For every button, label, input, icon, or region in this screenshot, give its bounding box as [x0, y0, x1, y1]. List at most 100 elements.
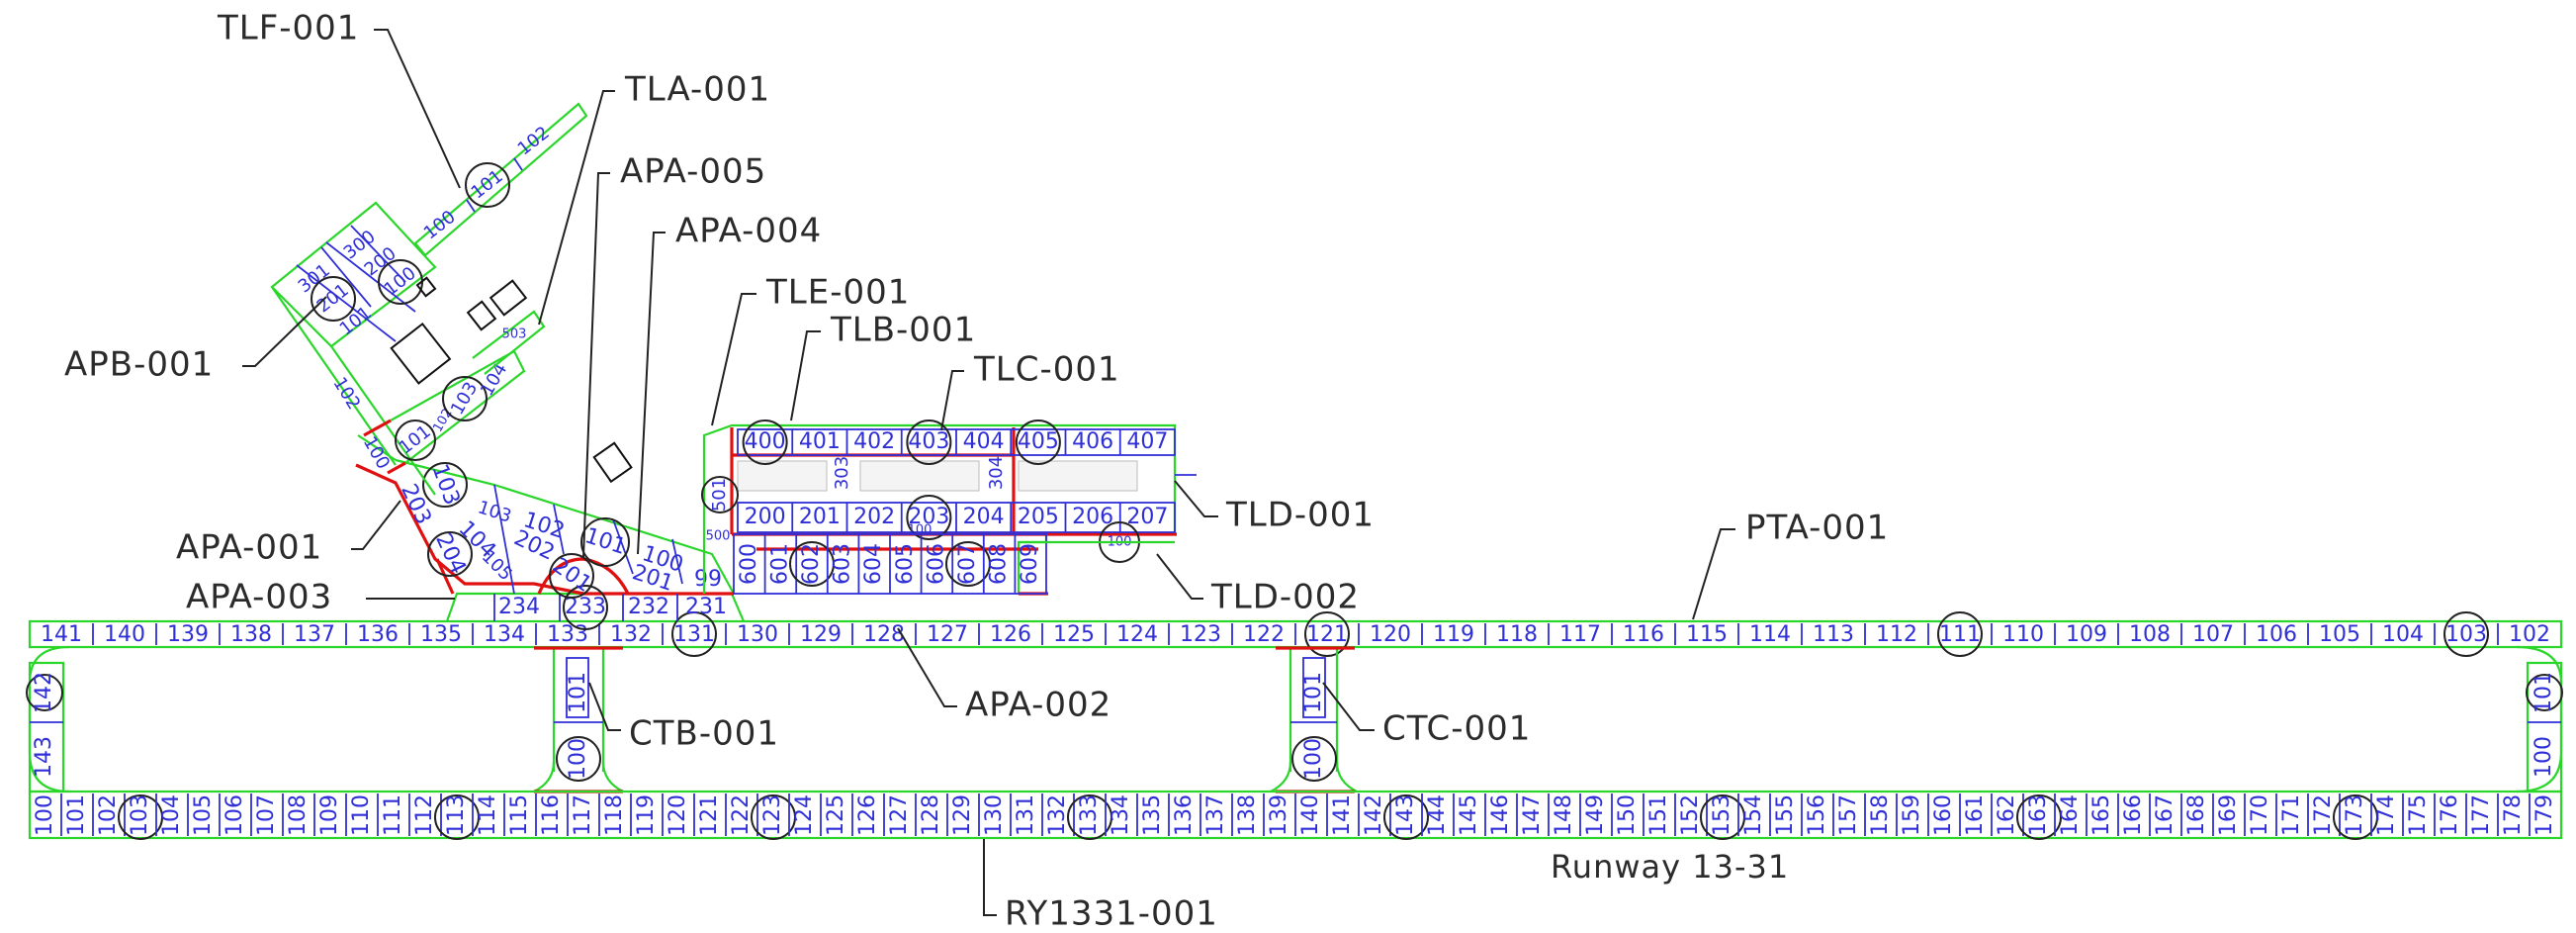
runway-cell-144: 144	[1425, 794, 1450, 836]
runway-cell-118: 118	[602, 794, 627, 836]
runway-cell-132: 132	[1045, 794, 1070, 836]
hangar-2	[859, 460, 980, 492]
tl-cell-404: 404	[963, 429, 1005, 454]
callout-apb-001: APB-001	[64, 345, 214, 385]
connector-ctc: 101 100	[1270, 646, 1358, 793]
tl-row-400-circle	[742, 420, 788, 465]
tl-cell-407: 407	[1126, 429, 1168, 454]
runway-cell-141: 141	[1330, 794, 1355, 836]
hangar-1	[737, 460, 828, 492]
callout-ctc-001: CTC-001	[1382, 709, 1531, 749]
tl-cell-100a: 100	[908, 523, 933, 538]
pta-cell-124: 124	[1116, 622, 1158, 647]
tl-cell-603: 603	[831, 543, 855, 585]
pta-cell-115: 115	[1686, 622, 1728, 647]
apa-cell-234: 234	[498, 595, 540, 619]
apa-cell-99: 99	[694, 567, 722, 592]
runway-cell-163: 163	[2026, 794, 2051, 836]
pta-cell-122: 122	[1243, 622, 1285, 647]
runway-cell-148: 148	[1552, 794, 1576, 836]
tl-cell-406: 406	[1072, 429, 1113, 454]
pta-cell-137: 137	[294, 622, 335, 647]
tl-cell-403: 403	[908, 429, 949, 454]
pta-cell-117: 117	[1559, 622, 1601, 647]
runway-cell-107: 107	[254, 794, 279, 836]
pta-cell-114: 114	[1749, 622, 1791, 647]
taxilane-tlf: 100 101 102	[413, 102, 588, 257]
tl-cell-201: 201	[799, 505, 841, 529]
apa-cell-232: 232	[628, 595, 669, 619]
runway-cell-115: 115	[507, 794, 532, 836]
tl-cell-607: 607	[955, 543, 980, 585]
runway-cell-136: 136	[1172, 794, 1197, 836]
tl-cell-606: 606	[924, 543, 948, 585]
runway-cell-139: 139	[1267, 794, 1291, 836]
tl-row-400-circle	[906, 420, 952, 465]
pta-circle	[2443, 611, 2489, 657]
pta-cell-135: 135	[420, 622, 462, 647]
pta-cell-140: 140	[104, 622, 145, 647]
apa-cell-233: 233	[565, 595, 606, 619]
apb-cell-503: 503	[502, 327, 527, 342]
apa-cell-101: 101	[581, 523, 629, 560]
runway-cell-150: 150	[1615, 794, 1640, 836]
runway-circle	[434, 794, 480, 840]
runway-cell-125: 125	[824, 794, 848, 836]
pta-circle	[1937, 611, 1983, 657]
runway-cell-100: 100	[33, 794, 57, 836]
pta-cell-109: 109	[2066, 622, 2107, 647]
runway-cell-135: 135	[1140, 794, 1165, 836]
pta-circle	[671, 611, 717, 657]
callout-leaders	[242, 29, 1735, 916]
runway-cell-177: 177	[2469, 794, 2494, 836]
runway-cell-137: 137	[1203, 794, 1228, 836]
pta-cell-123: 123	[1180, 622, 1221, 647]
pta-cell-132: 132	[610, 622, 652, 647]
runway-cell-154: 154	[1741, 794, 1766, 836]
left-connector-cell-142: 142	[32, 672, 56, 713]
runway-cell-121: 121	[697, 794, 722, 836]
runway-circle	[751, 794, 796, 840]
tl-row-600-circle	[789, 541, 835, 587]
hangar-3	[1018, 460, 1138, 492]
runway-cell-167: 167	[2153, 794, 2177, 836]
runway-cell-138: 138	[1235, 794, 1260, 836]
pta-cell-107: 107	[2192, 622, 2234, 647]
callout-apa-004: APA-004	[675, 212, 822, 251]
ctb-cell-101: 101	[566, 672, 590, 713]
tl-cell-401: 401	[799, 429, 841, 454]
building-2	[466, 300, 497, 331]
pta-cell-138: 138	[230, 622, 272, 647]
runway-cell-122: 122	[729, 794, 754, 836]
runway-cell-117: 117	[571, 794, 595, 836]
tl-cell-609: 609	[1018, 543, 1042, 585]
callout-apa-003: APA-003	[186, 578, 332, 617]
runway-cell-123: 123	[760, 794, 785, 836]
callout-tld-002: TLD-002	[1210, 578, 1360, 617]
tl-cell-203: 203	[908, 505, 949, 529]
runway-cell-140: 140	[1298, 794, 1323, 836]
runway-cell-158: 158	[1868, 794, 1893, 836]
building-4	[415, 276, 437, 298]
pta-cell-136: 136	[357, 622, 399, 647]
runway-cell-176: 176	[2438, 794, 2462, 836]
connector-ctb: 101 100	[533, 646, 624, 793]
callout-tle-001: TLE-001	[765, 273, 910, 313]
runway-cell-101: 101	[64, 794, 89, 836]
building-1	[390, 322, 452, 385]
pta-cell-121: 121	[1306, 622, 1348, 647]
pta-cell-141: 141	[41, 622, 82, 647]
runway-cell-108: 108	[286, 794, 311, 836]
pta-cell-103: 103	[2445, 622, 2487, 647]
runway-cell-105: 105	[191, 794, 216, 836]
tl-cell-400: 400	[745, 429, 786, 454]
callout-labels: TLF-001 TLA-001 APA-005 APA-004 TLE-001 …	[64, 9, 1888, 933]
runway-cell-109: 109	[317, 794, 342, 836]
runway-cell-119: 119	[634, 794, 659, 836]
runway-cell-165: 165	[2089, 794, 2114, 836]
runway-cell-162: 162	[1995, 794, 2019, 836]
runway-cell-127: 127	[887, 794, 912, 836]
runway-cell-133: 133	[1077, 794, 1102, 836]
